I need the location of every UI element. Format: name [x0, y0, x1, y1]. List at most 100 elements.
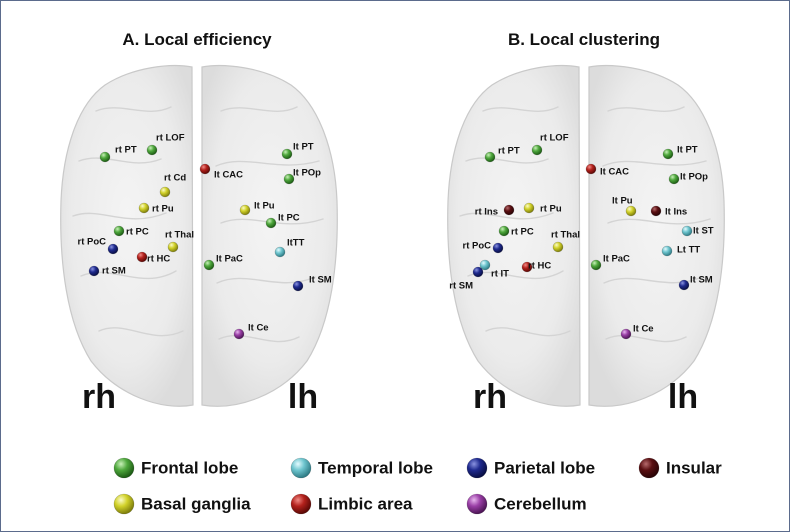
b-node-rt-pu [523, 202, 535, 214]
legend-swatch-frontal-lobe [113, 457, 135, 479]
b-node-label-rt-sm: rt SM [449, 281, 473, 292]
a-node-label-lt-pop: lt POp [293, 168, 321, 179]
panel-a-title: A. Local efficiency [122, 30, 272, 49]
a-node-label-lt-pc: lt PC [278, 213, 300, 224]
b-node-label-rt-pt: rt PT [498, 146, 520, 157]
b-node-lt-ins [650, 205, 662, 217]
legend-label-parietal-lobe: Parietal lobe [494, 458, 595, 477]
b-node-lt-ce [620, 328, 632, 340]
b-node-label-lt-pac: lt PaC [603, 254, 630, 265]
b-node-lt-cac [585, 163, 597, 175]
a-node-label-lttt: ltTT [287, 238, 305, 249]
legend-swatch-insular [638, 457, 660, 479]
rh-label-b: rh [473, 378, 507, 416]
b-node-label-rt-pc: rt PC [511, 227, 534, 238]
brain-panel-a [60, 65, 338, 407]
a-node-label-rt-pc: rt PC [126, 227, 149, 238]
legend-label-temporal-lobe: Temporal lobe [318, 458, 433, 477]
a-node-lt-pu [239, 204, 251, 216]
a-node-rt-thal [167, 241, 179, 253]
b-node-rt-ins [503, 204, 515, 216]
b-node-rt-hc [521, 261, 533, 273]
left-hemisphere-b [588, 65, 725, 407]
b-node-lt-pop [668, 173, 680, 185]
a-node-rt-sm [88, 265, 100, 277]
b-node-rt-thal [552, 241, 564, 253]
a-node-lt-pac [203, 259, 215, 271]
left-hemisphere-a [201, 65, 338, 407]
b-node-label-lt-ins: lt Ins [665, 207, 687, 218]
legend-swatch-limbic-area [290, 493, 312, 515]
a-node-rt-poc [107, 243, 119, 255]
a-node-rt-lof [146, 144, 158, 156]
a-node-label-rt-lof: rt LOF [156, 133, 185, 144]
b-node-lt-pt [662, 148, 674, 160]
a-node-lt-ce [233, 328, 245, 340]
a-node-label-rt-pu: rt Pu [152, 204, 174, 215]
panel-b: B. Local clustering rt PT rt LOF rt Ins rt … [447, 30, 725, 416]
legend-label-limbic-area: Limbic area [318, 494, 413, 513]
b-node-label-rt-pu: rt Pu [540, 204, 562, 215]
b-node-label-rt-thal: rt Thal [551, 230, 580, 241]
b-node-label-lt-sm: lt SM [690, 275, 713, 286]
a-node-lt-pt [281, 148, 293, 160]
b-node-label-lt-cac: lt CAC [600, 167, 629, 178]
a-node-lt-cac [199, 163, 211, 175]
legend-label-frontal-lobe: Frontal lobe [141, 458, 238, 477]
a-node-lttt [274, 246, 286, 258]
panel-b-title: B. Local clustering [508, 30, 660, 49]
a-node-label-lt-pt: lt PT [293, 142, 314, 153]
a-node-label-rt-pt: rt PT [115, 145, 137, 156]
legend-label-basal-ganglia: Basal ganglia [141, 494, 251, 513]
a-node-label-rt-thal: rt Thal [165, 230, 194, 241]
a-node-rt-cd [159, 186, 171, 198]
b-node-label-rt-ins: rt Ins [475, 207, 498, 218]
a-node-rt-hc [136, 251, 148, 263]
b-node-lt-pac [590, 259, 602, 271]
b-node-lt-sm [678, 279, 690, 291]
right-hemisphere-b [447, 65, 581, 407]
nodes-panel-a: rt PT rt LOF rt Cd rt Pu rt PC rt Thal rt PoC r… [78, 133, 332, 340]
b-node-rt-sm [472, 266, 484, 278]
a-node-rt-pt [99, 151, 111, 163]
a-node-rt-pc [113, 225, 125, 237]
a-node-label-rt-sm: rt SM [102, 266, 126, 277]
a-node-lt-pc [265, 217, 277, 229]
legend-label-cerebellum: Cerebellum [494, 494, 587, 513]
legend-swatch-basal-ganglia [113, 493, 135, 515]
legend-label-insular: Insular [666, 458, 722, 477]
a-node-lt-sm [292, 280, 304, 292]
a-node-label-lt-cac: lt CAC [214, 170, 243, 181]
b-node-label-lt-tt: Lt TT [677, 245, 700, 256]
a-node-label-rt-hc: rt HC [147, 254, 170, 265]
b-node-rt-it [479, 259, 491, 271]
b-node-rt-lof [531, 144, 543, 156]
b-node-label-lt-ce: lt Ce [633, 324, 654, 335]
lh-label-a: lh [288, 378, 318, 416]
a-node-label-lt-sm: lt SM [309, 275, 332, 286]
b-node-label-lt-pt: lt PT [677, 145, 698, 156]
a-node-label-rt-cd: rt Cd [164, 173, 186, 184]
rh-label-a: rh [82, 378, 116, 416]
a-node-rt-pu [138, 202, 150, 214]
b-node-lt-pu [625, 205, 637, 217]
a-node-label-lt-pu: lt Pu [254, 201, 275, 212]
legend-swatch-cerebellum [466, 493, 488, 515]
b-node-label-lt-pu: lt Pu [612, 196, 633, 207]
legend-swatch-temporal-lobe [290, 457, 312, 479]
legend: Frontal lobe Temporal lobe Parietal lobe In… [113, 457, 722, 515]
b-node-label-rt-it: rt IT [491, 269, 509, 280]
b-node-rt-pc [498, 225, 510, 237]
a-node-label-lt-pac: lt PaC [216, 254, 243, 265]
legend-swatch-parietal-lobe [466, 457, 488, 479]
a-node-label-rt-poc: rt PoC [78, 237, 107, 248]
b-node-rt-poc [492, 242, 504, 254]
lh-label-b: lh [668, 378, 698, 416]
b-node-label-lt-st: lt ST [693, 226, 714, 237]
b-node-label-rt-lof: rt LOF [540, 133, 569, 144]
brain-panel-b [447, 65, 725, 407]
a-node-lt-pop [283, 173, 295, 185]
